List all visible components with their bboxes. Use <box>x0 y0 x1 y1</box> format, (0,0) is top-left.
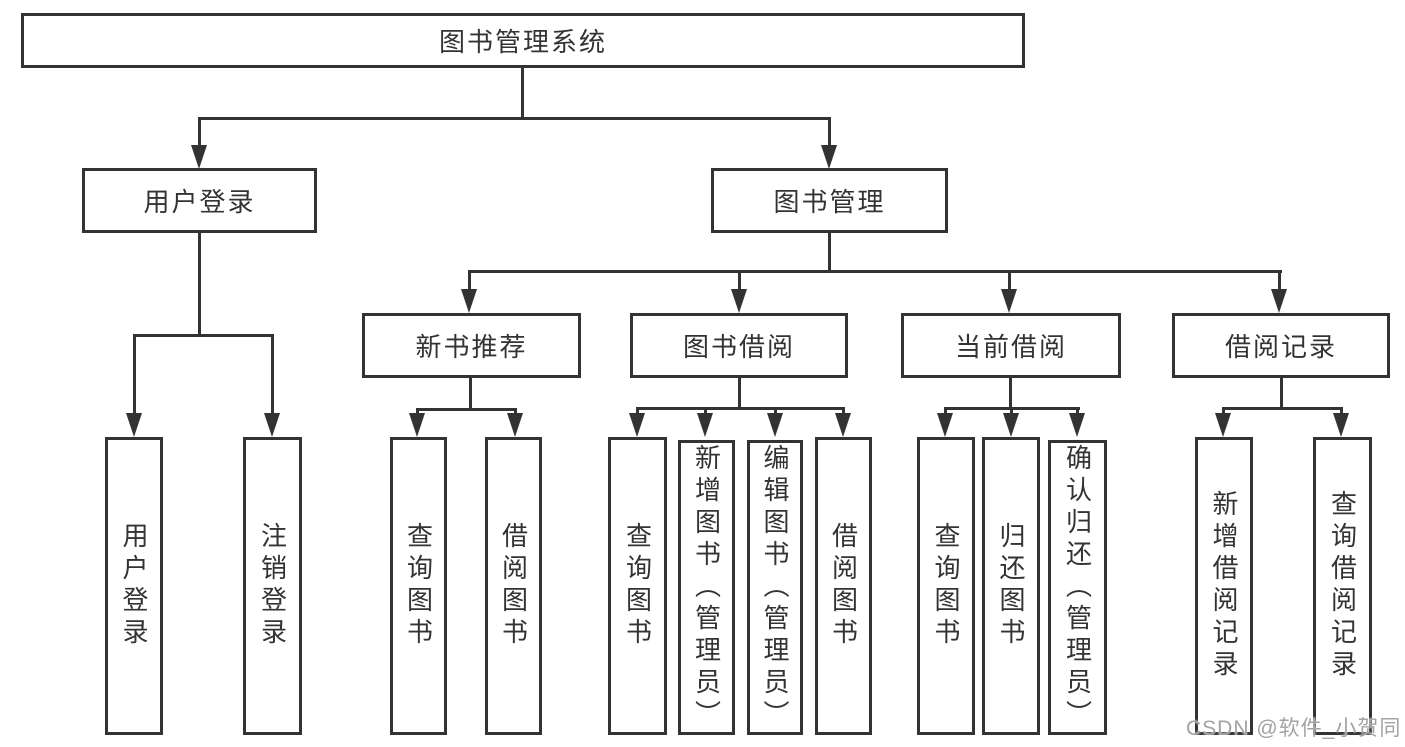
arrow-down-icon <box>264 413 280 437</box>
connector-book-borrow-rail <box>636 407 845 410</box>
arrow-down-icon <box>1069 413 1085 437</box>
connector-root-rail <box>198 117 831 120</box>
arrow-down-icon <box>767 413 783 437</box>
connector-drop <box>514 408 517 416</box>
arrow-down-icon <box>835 413 851 437</box>
connector-drop-leaf-logout <box>271 334 274 415</box>
leaf-confirm-return-admin: 确认归还（管理员） <box>1048 440 1107 735</box>
arrow-down-icon <box>1001 289 1017 313</box>
leaf-return-book: 归还图书 <box>982 437 1040 735</box>
leaf-query-book-3: 查询图书 <box>917 437 975 735</box>
node-root: 图书管理系统 <box>21 13 1025 68</box>
leaf-add-book-admin: 新增图书（管理员） <box>678 440 735 735</box>
node-user-login: 用户登录 <box>82 168 317 233</box>
arrow-down-icon <box>461 289 477 313</box>
arrow-down-icon <box>191 145 207 169</box>
connector-drop-leaf-user-login <box>133 334 136 415</box>
connector-drop-borrow-records <box>1278 270 1281 292</box>
connector-drop-book-borrow <box>738 270 741 292</box>
connector-drop <box>944 407 947 416</box>
connector-user-login-stem <box>198 233 201 336</box>
arrow-down-icon <box>507 413 523 437</box>
leaf-edit-book-admin: 编辑图书（管理员） <box>747 440 803 735</box>
node-current-borrow: 当前借阅 <box>901 313 1121 378</box>
node-borrow-records: 借阅记录 <box>1172 313 1390 378</box>
connector-drop-current-borrow <box>1008 270 1011 292</box>
leaf-borrow-book-2: 借阅图书 <box>815 437 872 735</box>
connector-current-borrow-stem <box>1009 378 1012 410</box>
node-new-book-recommend: 新书推荐 <box>362 313 581 378</box>
arrow-down-icon <box>731 289 747 313</box>
arrow-down-icon <box>821 145 837 169</box>
arrow-down-icon <box>409 413 425 437</box>
arrow-down-icon <box>1271 289 1287 313</box>
arrow-down-icon <box>697 413 713 437</box>
connector-drop <box>1010 407 1013 416</box>
connector-drop <box>636 407 639 416</box>
connector-drop <box>1340 407 1343 416</box>
connector-book-mgmt-rail <box>468 270 1282 273</box>
arrow-down-icon <box>126 413 142 437</box>
connector-drop-book-mgmt <box>828 117 831 149</box>
connector-drop <box>842 407 845 416</box>
connector-drop-user-login <box>198 117 201 149</box>
leaf-logout: 注销登录 <box>243 437 302 735</box>
arrow-down-icon <box>1215 413 1231 437</box>
arrow-down-icon <box>1333 413 1349 437</box>
connector-drop <box>704 407 707 416</box>
arrow-down-icon <box>937 413 953 437</box>
arrow-down-icon <box>629 413 645 437</box>
leaf-add-borrow-record: 新增借阅记录 <box>1195 437 1253 735</box>
connector-new-book-rail <box>416 408 517 411</box>
arrow-down-icon <box>1003 413 1019 437</box>
connector-new-book-stem <box>469 378 472 411</box>
connector-drop-new-book-rec <box>468 270 471 292</box>
connector-drop <box>1076 407 1079 416</box>
leaf-user-login: 用户登录 <box>105 437 163 735</box>
connector-borrow-records-rail <box>1222 407 1343 410</box>
node-book-borrow: 图书借阅 <box>630 313 848 378</box>
connector-drop <box>774 407 777 416</box>
csdn-watermark: CSDN @软件_小贺同学 <box>1186 717 1402 740</box>
connector-user-login-rail <box>133 334 273 337</box>
connector-drop <box>416 408 419 416</box>
connector-book-mgmt-stem <box>828 233 831 272</box>
leaf-query-book-2: 查询图书 <box>608 437 667 735</box>
leaf-query-book-1: 查询图书 <box>390 437 447 735</box>
leaf-borrow-book-1: 借阅图书 <box>485 437 542 735</box>
connector-book-borrow-stem <box>738 378 741 410</box>
node-book-management: 图书管理 <box>711 168 948 233</box>
connector-borrow-records-stem <box>1280 378 1283 410</box>
connector-drop <box>1222 407 1225 416</box>
leaf-query-borrow-record: 查询借阅记录 <box>1313 437 1372 735</box>
connector-root-stem <box>521 68 524 119</box>
